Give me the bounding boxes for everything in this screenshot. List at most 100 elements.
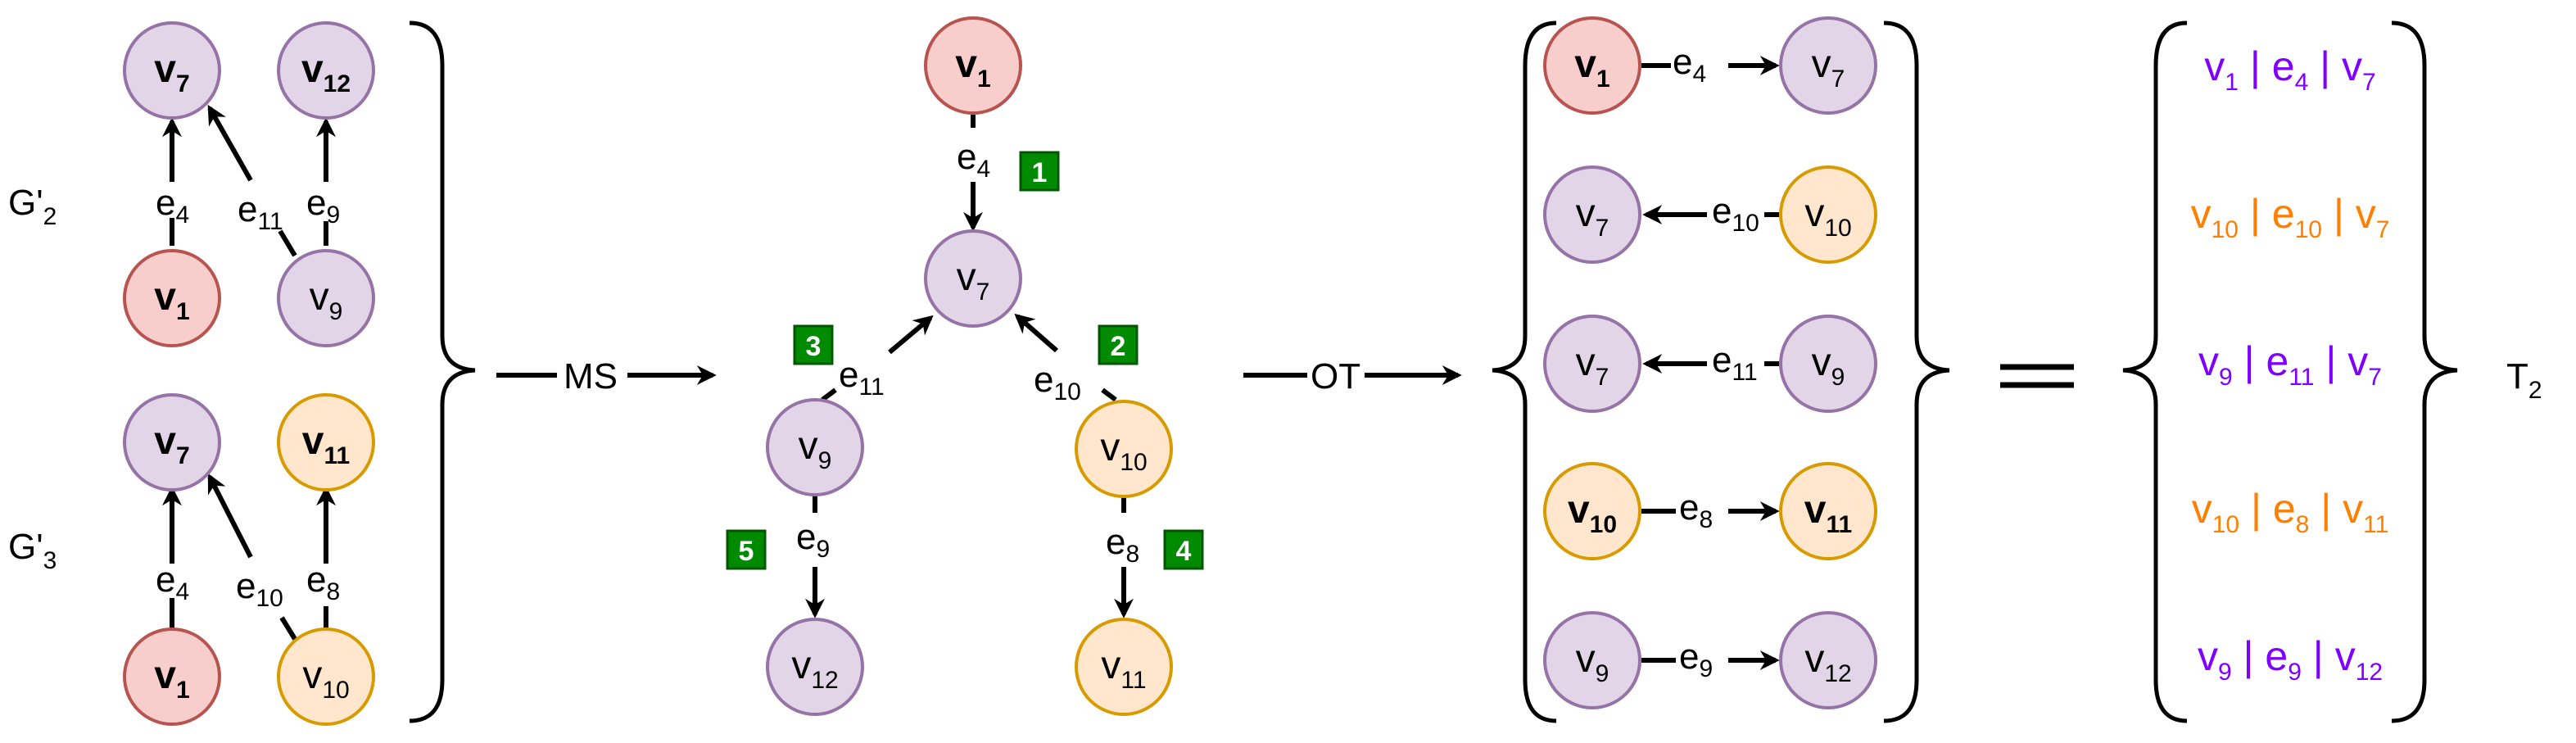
svg-text:G'3: G'3 <box>8 527 57 574</box>
svg-text:e9: e9 <box>1679 637 1713 682</box>
input-closing-brace <box>409 20 476 723</box>
ot-arrow: OT <box>1243 356 1462 396</box>
g2-edge-label-e11: e11 <box>238 189 283 235</box>
svg-text:2: 2 <box>1111 331 1126 362</box>
svg-text:e4: e4 <box>1673 42 1706 88</box>
g3-node-v10: v10 <box>277 627 375 726</box>
g2-edge-e11-tail <box>278 229 297 257</box>
merged-edge-e10-tail <box>1101 387 1117 402</box>
svg-text:OT: OT <box>1311 356 1360 396</box>
svg-text:3: 3 <box>806 331 822 362</box>
sequence-closing-brace <box>2391 20 2458 723</box>
svg-text:e8: e8 <box>1679 487 1713 533</box>
svg-text:v11: v11 <box>1804 488 1852 538</box>
equals-sign <box>2000 364 2074 388</box>
sequence-row-2: v10 | e10 | v7 <box>2191 191 2390 243</box>
merged-edge-label-e8: e8 <box>1106 522 1139 568</box>
graph-g2-label: G'2 <box>8 183 57 230</box>
svg-text:v10: v10 <box>1100 426 1147 476</box>
ms-arrow: MS <box>496 356 717 396</box>
svg-text:v1: v1 <box>1574 43 1609 93</box>
g2-node-v1: v1 <box>123 249 221 347</box>
step-badge-3: 3 <box>793 324 834 365</box>
sequence-label-t2: T2 <box>2506 356 2542 404</box>
svg-text:e10: e10 <box>1712 191 1759 237</box>
edgelist-row-5: e9 v9 v12 <box>1543 611 1877 709</box>
edgelist-row-4: e8 v10 v11 <box>1543 462 1877 560</box>
edgelist-closing-brace <box>1883 20 1950 723</box>
sequence-row-1: v1 | e4 | v7 <box>2204 43 2375 96</box>
svg-text:e11: e11 <box>1712 340 1758 386</box>
svg-text:T2: T2 <box>2506 356 2542 404</box>
sequence-row-4: v10 | e8 | v11 <box>2192 486 2389 538</box>
svg-text:v9: v9 <box>1812 341 1845 391</box>
svg-text:v7: v7 <box>154 48 189 97</box>
svg-text:v12: v12 <box>1804 637 1851 687</box>
step-badge-2: 2 <box>1098 324 1139 365</box>
merged-node-v1: v1 <box>924 16 1022 115</box>
merged-edge-e11-arrow <box>888 315 934 355</box>
svg-text:v9: v9 <box>799 424 832 474</box>
g3-node-v1: v1 <box>123 627 221 726</box>
edgelist-row-3: e11 v7 v9 <box>1543 315 1877 413</box>
svg-text:G'2: G'2 <box>8 183 57 230</box>
merged-node-v9: v9 <box>766 398 864 496</box>
svg-text:v1: v1 <box>955 43 990 93</box>
svg-text:v10: v10 <box>1568 488 1617 538</box>
svg-text:v10: v10 <box>1804 192 1851 242</box>
step-badge-5: 5 <box>726 529 767 570</box>
graph-g3-label: G'3 <box>8 527 57 574</box>
svg-text:v11: v11 <box>1101 644 1146 694</box>
svg-text:v7: v7 <box>1576 341 1609 391</box>
svg-text:v9: v9 <box>1576 637 1609 687</box>
svg-text:v7: v7 <box>154 419 189 469</box>
step-badge-4: 4 <box>1163 529 1204 570</box>
edgelist-opening-brace <box>1492 20 1557 723</box>
svg-text:4: 4 <box>1176 536 1192 567</box>
edgelist-row-2: e10 v7 v10 <box>1543 165 1877 264</box>
svg-text:v7: v7 <box>1812 43 1845 93</box>
svg-text:v1: v1 <box>154 275 189 325</box>
svg-text:v10: v10 <box>302 654 349 704</box>
merged-edge-label-e4: e4 <box>957 137 990 183</box>
merged-edge-label-e9: e9 <box>796 517 830 563</box>
merged-node-v11: v11 <box>1075 618 1173 716</box>
sequence-row-5: v9 | e9 | v12 <box>2198 633 2383 686</box>
sequence-opening-brace <box>2122 20 2188 723</box>
merged-edge-label-e10: e10 <box>1034 360 1081 405</box>
g3-node-v11: v11 <box>277 393 375 492</box>
sequence-rows: v1 | e4 | v7 v10 | e10 | v7 v9 | e11 | v7 v… <box>2191 43 2390 686</box>
g2-edge-e11-arrow <box>207 104 253 182</box>
merged-edge-label-e11: e11 <box>839 355 885 401</box>
merged-edge-e10-arrow <box>1014 313 1058 353</box>
step-badge-1: 1 <box>1019 151 1060 192</box>
svg-text:MS: MS <box>564 356 618 396</box>
svg-text:v7: v7 <box>957 256 990 306</box>
g2-edge-label-e4: e4 <box>156 183 189 229</box>
svg-text:v9: v9 <box>310 275 343 325</box>
svg-text:v12: v12 <box>301 48 351 97</box>
g3-edge-label-e4: e4 <box>156 560 189 605</box>
svg-text:5: 5 <box>739 536 754 567</box>
g2-node-v12: v12 <box>277 21 375 120</box>
merged-node-v10: v10 <box>1075 400 1173 498</box>
svg-text:v11: v11 <box>302 419 350 469</box>
g3-edge-label-e8: e8 <box>306 560 340 605</box>
edgelist-row-1: e4 v1 v7 <box>1543 16 1877 115</box>
g3-edge-label-e10: e10 <box>236 566 283 612</box>
sequence-row-3: v9 | e11 | v7 <box>2198 338 2382 391</box>
svg-text:v1: v1 <box>154 654 189 704</box>
svg-text:v7: v7 <box>1576 192 1609 242</box>
merged-node-v7: v7 <box>924 229 1022 328</box>
g3-edge-e10-tail <box>279 616 297 641</box>
svg-text:1: 1 <box>1032 157 1048 188</box>
g2-node-v7: v7 <box>123 21 221 120</box>
g2-node-v9: v9 <box>277 249 375 347</box>
merged-node-v12: v12 <box>766 618 864 716</box>
g3-node-v7: v7 <box>123 393 221 492</box>
merged-edge-e11-tail <box>821 387 837 402</box>
g3-edge-e10-arrow <box>207 473 253 559</box>
svg-text:v12: v12 <box>791 644 838 694</box>
